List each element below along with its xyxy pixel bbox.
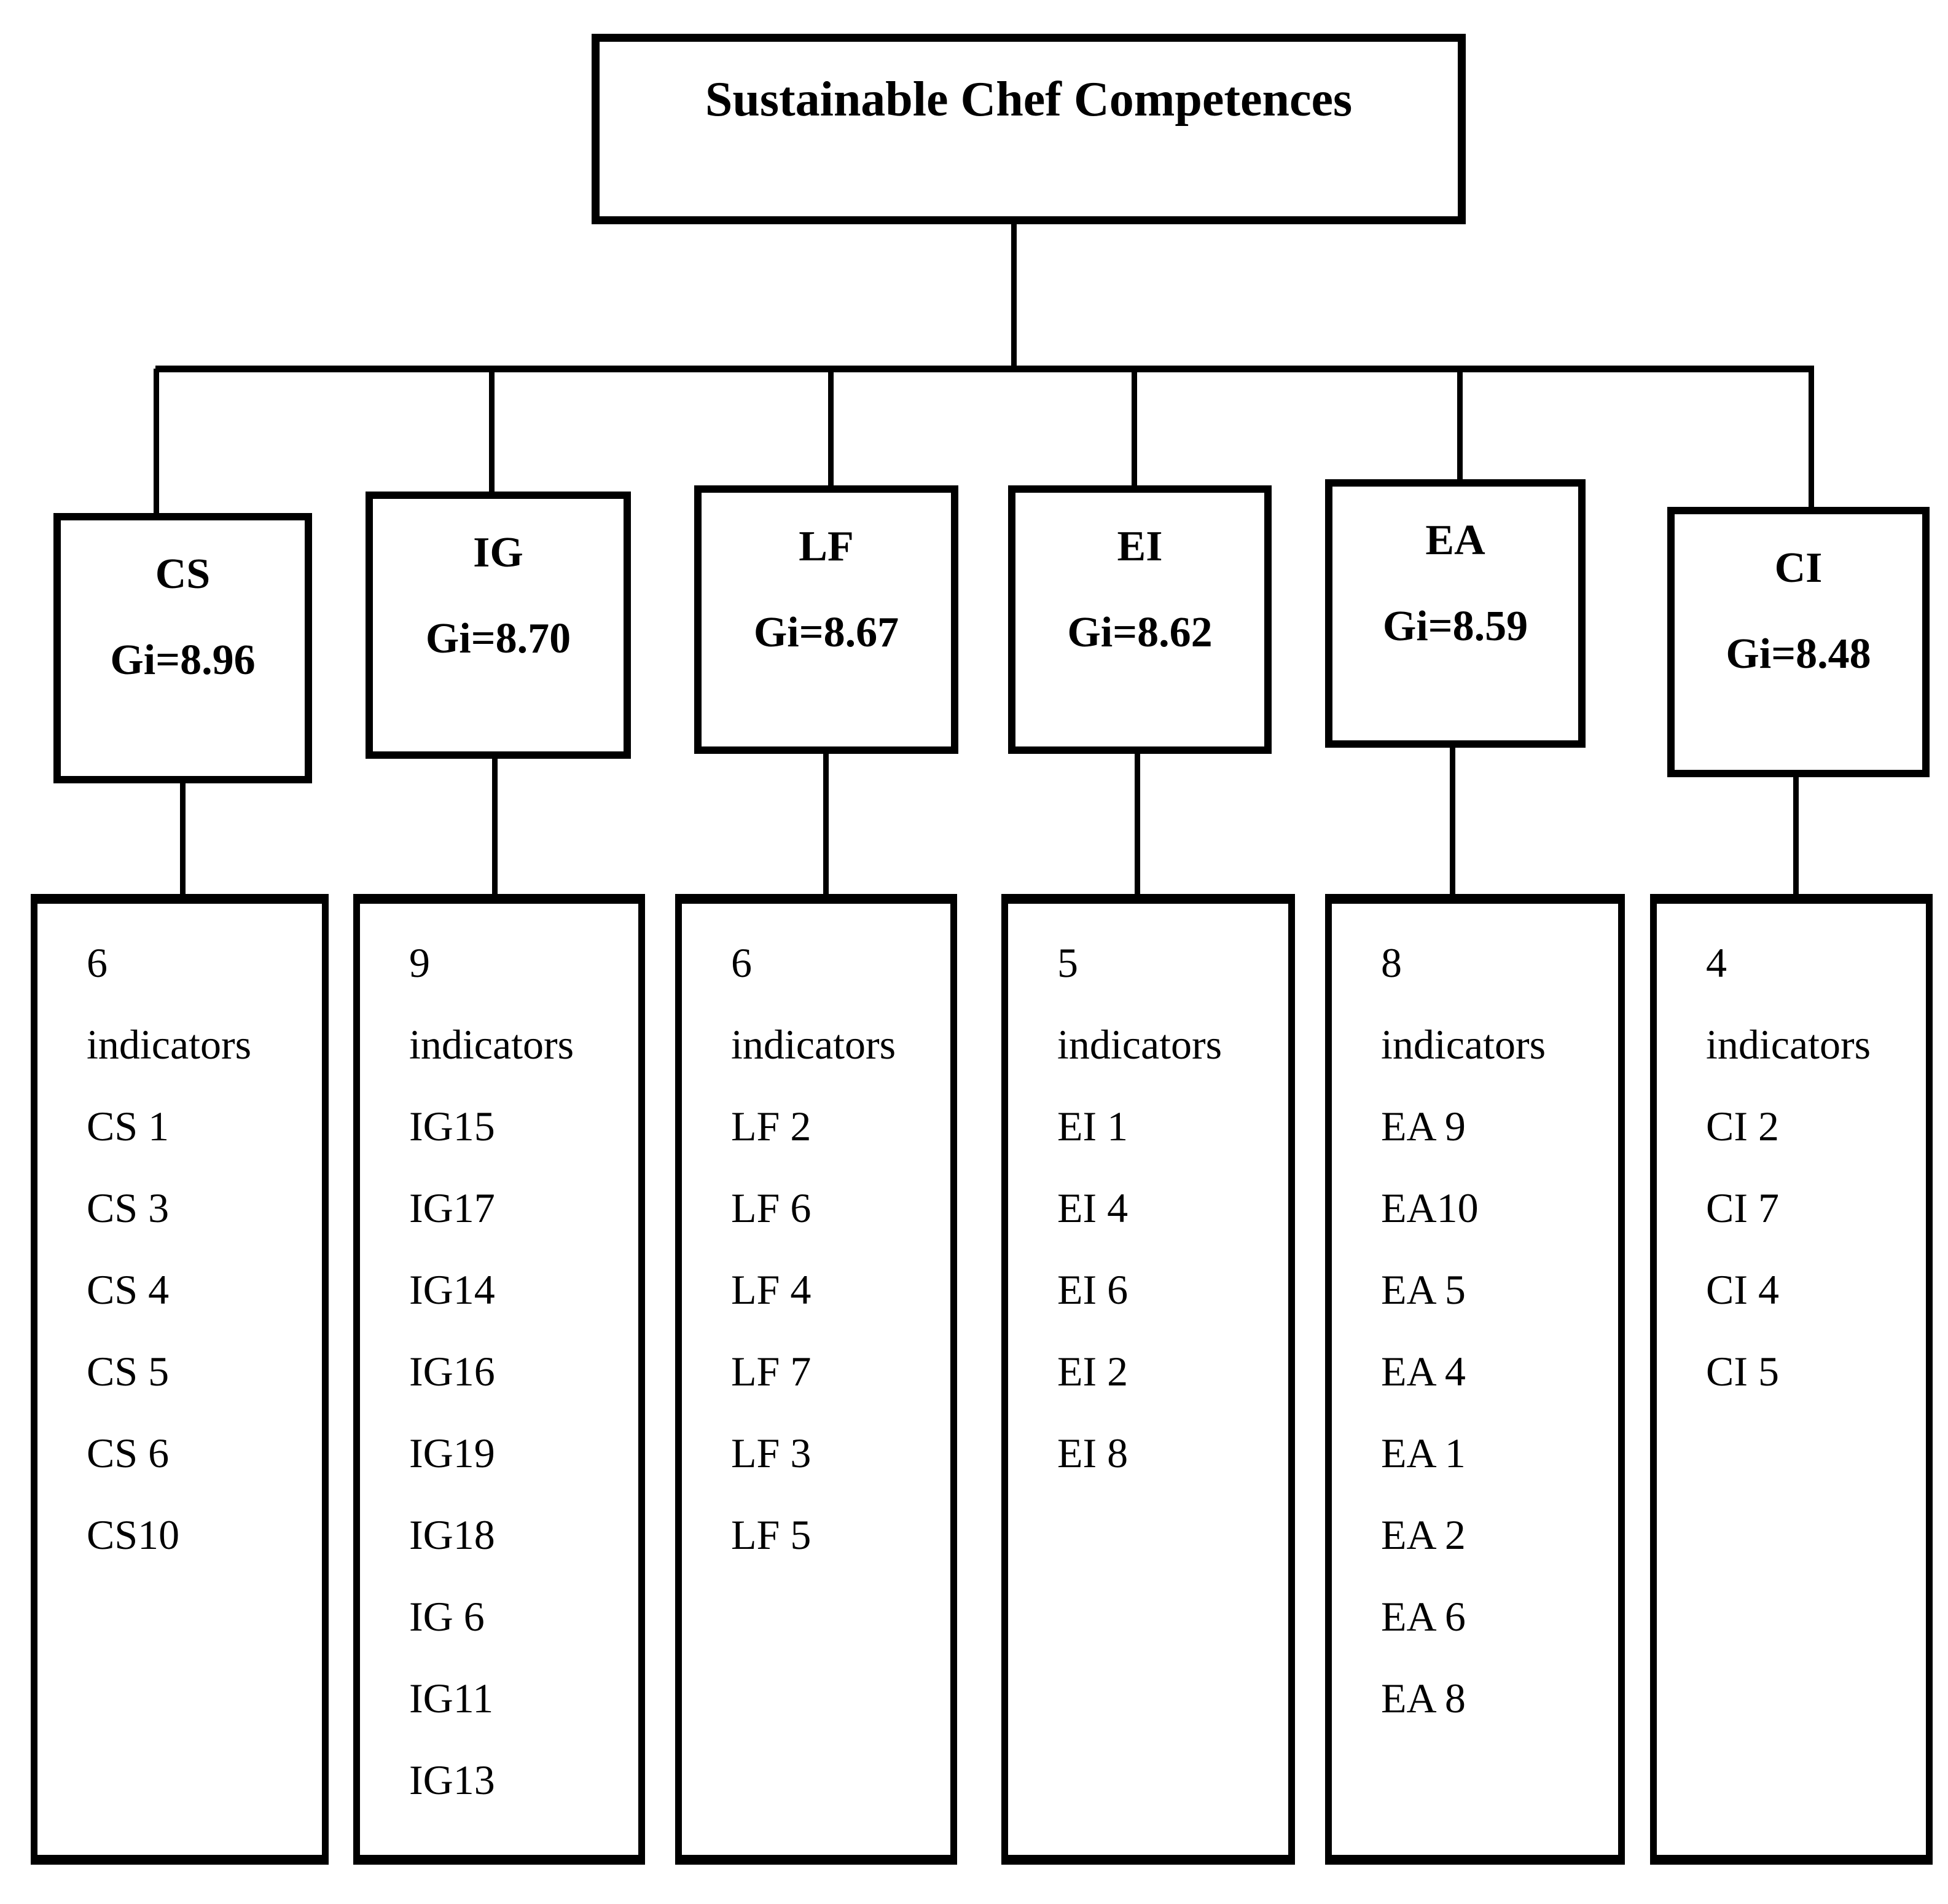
indicator-count: 6 <box>87 939 108 986</box>
indicator-item: IG19 <box>409 1430 495 1476</box>
indicator-item: EI 1 <box>1057 1103 1129 1150</box>
category-node-ei: EI Gi=8.62 <box>1008 485 1272 754</box>
indicator-count: 6 <box>731 939 752 986</box>
category-gi-ei: Gi=8.62 <box>1067 609 1213 656</box>
indicator-item: LF 7 <box>731 1348 812 1395</box>
category-code-ei: EI <box>1117 523 1163 570</box>
indicator-item: CS 4 <box>87 1266 170 1313</box>
indicator-panel-ig: 9 indicators IG15 IG17 IG14 IG16 IG19 IG… <box>353 894 645 1865</box>
indicator-item: CS 1 <box>87 1103 170 1150</box>
indicator-item: IG 6 <box>409 1593 485 1640</box>
indicator-item: CS 3 <box>87 1185 170 1231</box>
connector-stub-ei <box>1135 754 1140 894</box>
indicator-word: indicators <box>87 1021 252 1068</box>
indicator-item: EA 8 <box>1381 1675 1466 1722</box>
indicator-word: indicators <box>1057 1021 1222 1068</box>
indicator-word: indicators <box>409 1021 574 1068</box>
connector-stub-ea <box>1450 748 1455 894</box>
indicator-item: LF 5 <box>731 1511 812 1558</box>
indicator-word: indicators <box>1381 1021 1546 1068</box>
indicator-item: IG13 <box>409 1757 495 1803</box>
connector-rail <box>155 366 1814 372</box>
connector-root-stem <box>1011 224 1017 367</box>
connector-drop-ig <box>489 369 495 495</box>
category-gi-lf: Gi=8.67 <box>753 609 899 656</box>
indicator-panel-ea: 8 indicators EA 9 EA10 EA 5 EA 4 EA 1 EA… <box>1325 894 1625 1865</box>
indicator-item: EA10 <box>1381 1185 1479 1231</box>
indicator-item: EI 2 <box>1057 1348 1129 1395</box>
indicator-count: 4 <box>1706 939 1727 986</box>
category-gi-cs: Gi=8.96 <box>110 637 256 684</box>
indicator-item: CS 5 <box>87 1348 170 1395</box>
category-code-ci: CI <box>1774 544 1823 592</box>
connector-drop-ea <box>1457 369 1463 482</box>
indicator-item: EI 6 <box>1057 1266 1129 1313</box>
indicator-item: EA 6 <box>1381 1593 1466 1640</box>
connector-stub-cs <box>180 783 186 894</box>
connector-drop-ei <box>1132 369 1137 488</box>
indicator-item: LF 4 <box>731 1266 812 1313</box>
category-node-cs: CS Gi=8.96 <box>53 513 312 783</box>
connector-stub-lf <box>823 754 829 894</box>
indicator-count: 8 <box>1381 939 1402 986</box>
indicator-word: indicators <box>1706 1021 1871 1068</box>
indicator-count: 5 <box>1057 939 1078 986</box>
indicator-item: EA 9 <box>1381 1103 1466 1150</box>
indicator-item: CI 5 <box>1706 1348 1779 1395</box>
indicator-item: EI 4 <box>1057 1185 1129 1231</box>
category-node-ea: EA Gi=8.59 <box>1325 479 1586 748</box>
category-gi-ig: Gi=8.70 <box>425 615 571 662</box>
indicator-item: CS10 <box>87 1511 180 1558</box>
category-code-cs: CS <box>155 550 211 598</box>
indicator-item: IG17 <box>409 1185 495 1231</box>
indicator-item: LF 2 <box>731 1103 812 1150</box>
category-gi-ci: Gi=8.48 <box>1726 630 1871 678</box>
category-code-ea: EA <box>1425 517 1485 564</box>
indicator-item: IG11 <box>409 1675 494 1722</box>
category-code-lf: LF <box>799 523 854 570</box>
indicator-panel-ei: 5 indicators EI 1 EI 4 EI 6 EI 2 EI 8 <box>1001 894 1295 1865</box>
root-title: Sustainable Chef Competences <box>705 72 1353 127</box>
indicator-item: EA 4 <box>1381 1348 1466 1395</box>
connector-drop-cs <box>154 369 159 516</box>
indicator-item: EA 5 <box>1381 1266 1466 1313</box>
indicator-item: EI 8 <box>1057 1430 1129 1476</box>
indicator-item: CI 7 <box>1706 1185 1779 1231</box>
category-code-ig: IG <box>473 529 523 576</box>
indicator-item: LF 3 <box>731 1430 812 1476</box>
indicator-item: LF 6 <box>731 1185 812 1231</box>
indicator-item: IG14 <box>409 1266 495 1313</box>
indicator-count: 9 <box>409 939 430 986</box>
indicator-item: EA 1 <box>1381 1430 1466 1476</box>
connector-drop-ci <box>1809 369 1814 510</box>
category-gi-ea: Gi=8.59 <box>1382 603 1528 650</box>
indicator-panel-ci: 4 indicators CI 2 CI 7 CI 4 CI 5 <box>1650 894 1933 1865</box>
root-node: Sustainable Chef Competences <box>592 34 1466 224</box>
indicator-item: IG15 <box>409 1103 495 1150</box>
indicator-panel-lf: 6 indicators LF 2 LF 6 LF 4 LF 7 LF 3 LF… <box>675 894 957 1865</box>
indicator-item: CI 2 <box>1706 1103 1779 1150</box>
connector-stub-ig <box>492 759 498 894</box>
indicator-item: IG16 <box>409 1348 495 1395</box>
indicator-panel-cs: 6 indicators CS 1 CS 3 CS 4 CS 5 CS 6 CS… <box>31 894 329 1865</box>
indicator-item: CI 4 <box>1706 1266 1779 1313</box>
indicator-item: CS 6 <box>87 1430 170 1476</box>
category-node-lf: LF Gi=8.67 <box>694 485 958 754</box>
connector-drop-lf <box>828 369 834 488</box>
category-node-ci: CI Gi=8.48 <box>1667 507 1930 777</box>
indicator-item: EA 2 <box>1381 1511 1466 1558</box>
connector-stub-ci <box>1793 777 1799 894</box>
indicator-item: IG18 <box>409 1511 495 1558</box>
category-node-ig: IG Gi=8.70 <box>366 492 631 759</box>
indicator-word: indicators <box>731 1021 896 1068</box>
